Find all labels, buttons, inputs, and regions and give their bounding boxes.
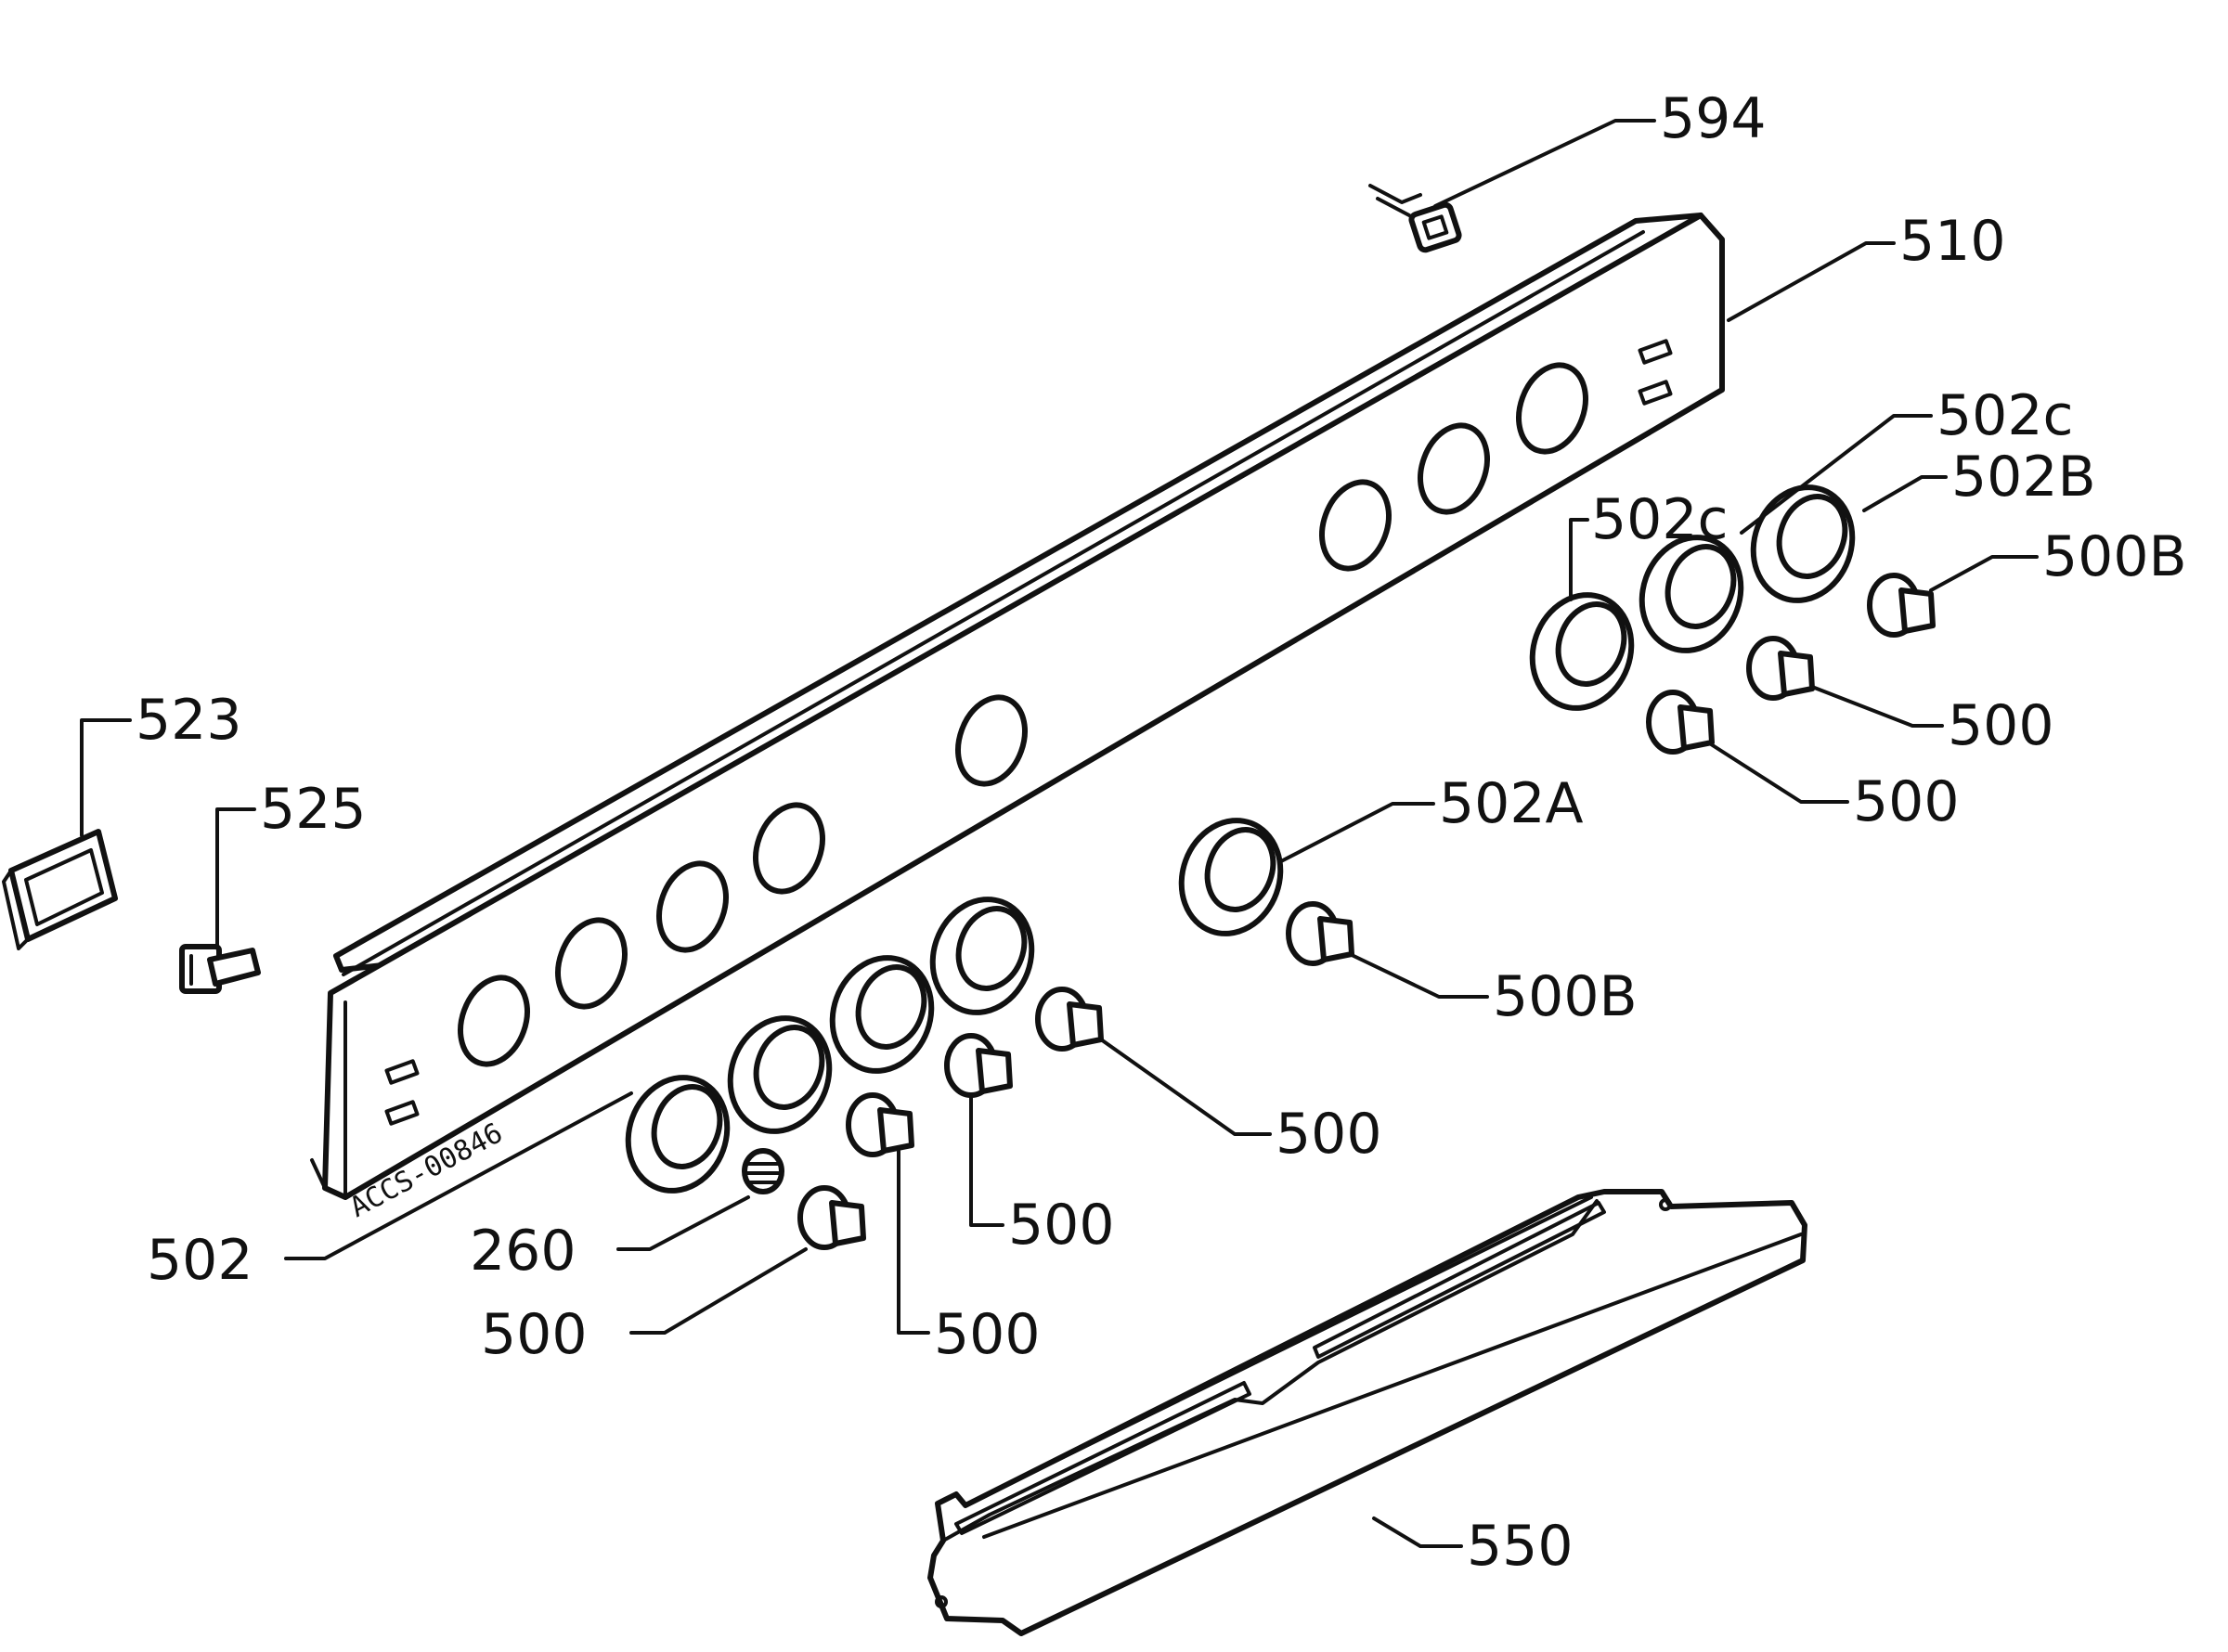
- leader-525: [215, 807, 256, 949]
- leader-500-r1: [1810, 685, 1944, 728]
- bezel-502-c: [829, 955, 935, 1074]
- leader-500-mid: [1099, 1038, 1272, 1136]
- knob-500-right-lower: [1646, 690, 1715, 755]
- panel-slot-left-upper: [384, 1059, 420, 1085]
- panel-hole-6: [1319, 479, 1392, 572]
- leader-510: [1727, 241, 1896, 322]
- knob-500-mid: [1035, 987, 1104, 1052]
- panel-hole-7: [1418, 422, 1490, 515]
- leader-502c-outer: [1740, 414, 1933, 535]
- panel-hole-4: [753, 802, 825, 895]
- bezel-502b: [1750, 484, 1856, 603]
- switch-523: [2, 829, 118, 950]
- label-500b-right: 500B: [2042, 524, 2187, 589]
- bezel-502-b: [727, 1015, 833, 1134]
- control-panel-510: ACCS-00846: [310, 213, 1725, 1224]
- panel-slot-right-lower: [1638, 380, 1673, 406]
- label-523: 523: [136, 688, 242, 753]
- label-510: 510: [1899, 209, 2006, 274]
- bezel-502c-mid: [1639, 535, 1744, 653]
- leader-502a: [1279, 802, 1435, 863]
- part-labels: 594 510 502c 502B 500B 502c 523 525 500 …: [136, 86, 2187, 1579]
- label-502a: 502A: [1439, 771, 1584, 836]
- panel-hole-8: [1516, 362, 1588, 455]
- bezel-502c-left: [1529, 592, 1635, 711]
- lamp-525: [179, 944, 261, 994]
- leader-500-bl: [629, 1247, 808, 1335]
- panel-slot-left-lower: [384, 1100, 420, 1126]
- panel-hole-1: [458, 974, 530, 1067]
- bezel-502-d: [929, 897, 1035, 1015]
- knob-500-bottom-left: [797, 1185, 866, 1250]
- label-500-r2: 500: [1853, 769, 1960, 834]
- leader-500-c: [969, 1093, 1004, 1227]
- leader-550: [1372, 1516, 1463, 1548]
- label-500-r1: 500: [1948, 693, 2054, 758]
- panel-hole-5: [955, 694, 1028, 787]
- label-594: 594: [1660, 86, 1767, 151]
- leader-260: [616, 1195, 750, 1251]
- label-500-mid: 500: [1276, 1102, 1382, 1167]
- leader-502b: [1862, 475, 1948, 512]
- label-500-bc: 500: [934, 1302, 1041, 1367]
- leader-500-r2: [1706, 741, 1849, 804]
- leader-523: [80, 718, 132, 837]
- leader-lines: [80, 119, 2039, 1548]
- label-500b-mid: 500B: [1493, 964, 1638, 1029]
- knob-500-bottom-center: [846, 1092, 914, 1157]
- label-502c-outer: 502c: [1937, 383, 2074, 448]
- bezel-502a: [1178, 818, 1284, 936]
- label-525: 525: [260, 777, 367, 842]
- label-550: 550: [1467, 1514, 1574, 1579]
- label-502c-inner: 502c: [1591, 487, 1729, 552]
- panel-hole-3: [656, 860, 729, 953]
- panel-slot-right-upper: [1638, 339, 1673, 365]
- leader-500b-right: [1929, 555, 2039, 592]
- knob-500-center: [944, 1033, 1013, 1098]
- leader-500b-mid: [1348, 952, 1489, 999]
- leader-502: [284, 1091, 633, 1260]
- bezel-502-a: [625, 1075, 731, 1194]
- label-502b: 502B: [1951, 445, 2096, 510]
- panel-hole-2: [555, 917, 628, 1010]
- leader-502c-inner: [1569, 518, 1589, 601]
- trim-strip-550: [927, 1189, 1807, 1636]
- knob-500b-right: [1867, 573, 1936, 638]
- label-500-bl: 500: [481, 1302, 588, 1367]
- label-500-c: 500: [1008, 1193, 1115, 1258]
- leader-594: [1433, 119, 1656, 208]
- knob-500b-mid: [1286, 901, 1354, 966]
- label-502: 502: [147, 1228, 253, 1293]
- clip-594: [1368, 184, 1462, 253]
- bezel-rings: [625, 484, 1856, 1194]
- label-260: 260: [470, 1219, 576, 1284]
- spring-260: [742, 1148, 784, 1194]
- knob-500-right-upper: [1746, 636, 1815, 701]
- leader-500-bc: [897, 1149, 930, 1335]
